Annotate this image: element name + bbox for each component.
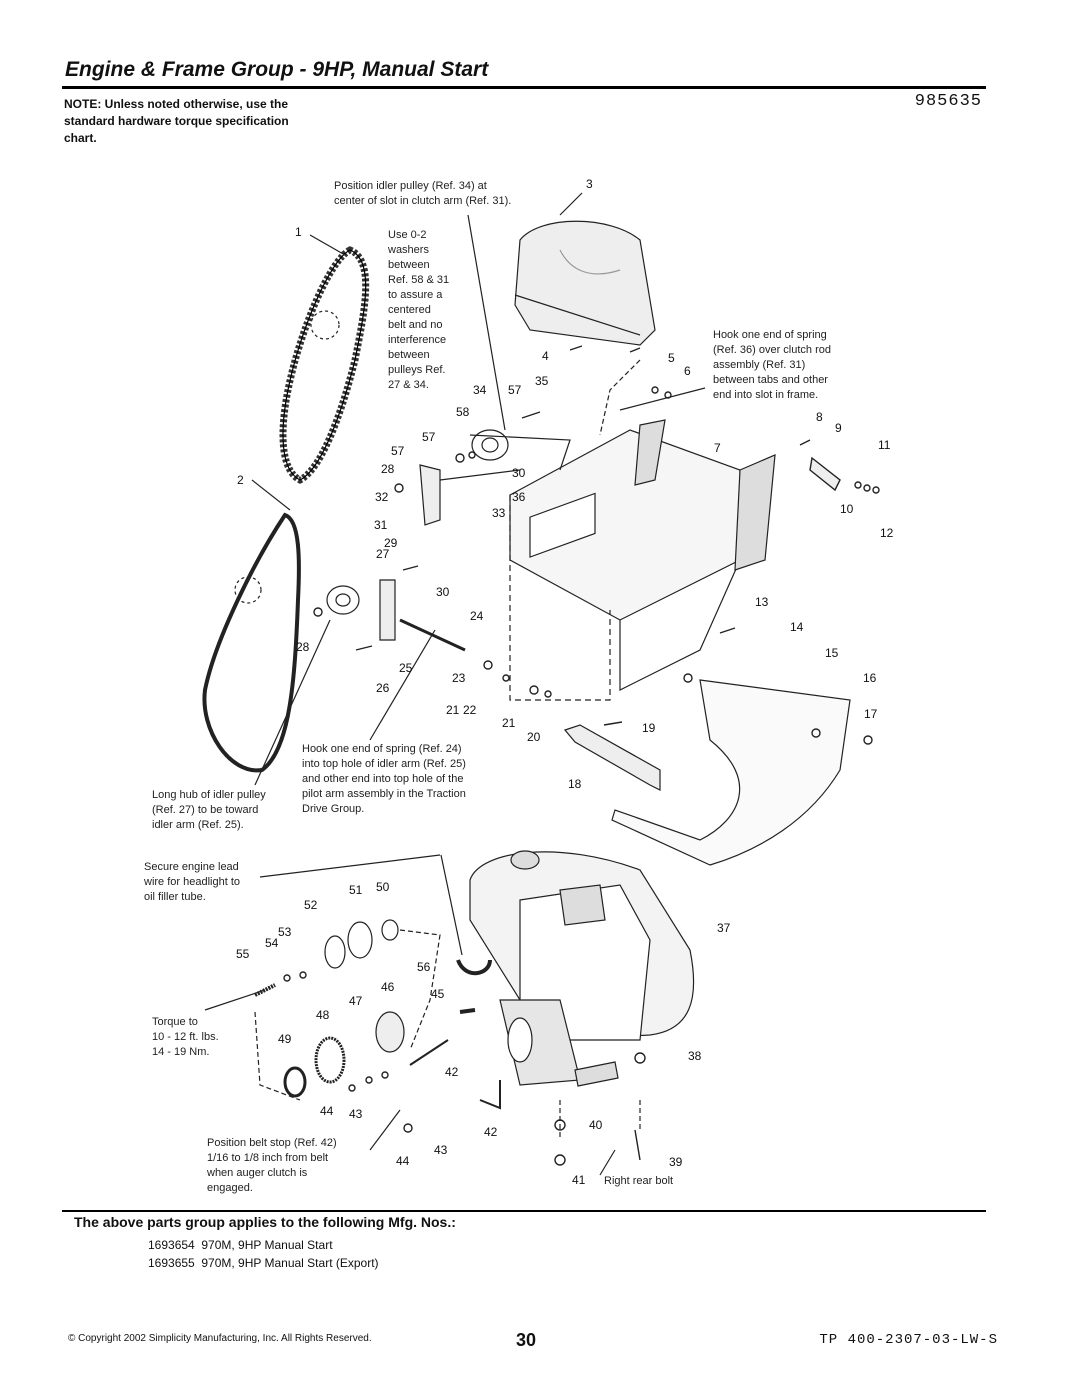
callout-engine-lead: Secure engine lead wire for headlight to… [144, 861, 240, 903]
svg-text:34: 34 [473, 383, 487, 397]
mfg-item: 1693654 970M, 9HP Manual Start [148, 1238, 333, 1252]
svg-text:44: 44 [320, 1104, 334, 1118]
svg-text:50: 50 [376, 880, 390, 894]
svg-text:8: 8 [816, 410, 823, 424]
svg-text:45: 45 [431, 987, 445, 1001]
callout-long-hub: Long hub of idler pulley (Ref. 27) to be… [152, 789, 266, 831]
svg-text:7: 7 [714, 441, 721, 455]
svg-text:20: 20 [527, 730, 541, 744]
callout-belt-stop: Position belt stop (Ref. 42) 1/16 to 1/8… [207, 1137, 337, 1194]
svg-text:49: 49 [278, 1032, 292, 1046]
svg-text:12: 12 [880, 526, 894, 540]
svg-text:33: 33 [492, 506, 506, 520]
idler-pulley-ref-27 [326, 585, 360, 615]
document-number: 985635 [914, 92, 982, 111]
svg-text:29: 29 [384, 536, 398, 550]
svg-text:27: 27 [376, 547, 390, 561]
section-rule [62, 1210, 986, 1212]
svg-text:51: 51 [349, 883, 363, 897]
svg-text:58: 58 [456, 405, 470, 419]
guard-plate [611, 679, 851, 866]
svg-text:31: 31 [374, 518, 388, 532]
applies-heading: The above parts group applies to the fol… [74, 1214, 456, 1230]
svg-text:28: 28 [296, 640, 310, 654]
svg-text:17: 17 [864, 707, 878, 721]
page-title: Engine & Frame Group - 9HP, Manual Start [65, 58, 489, 81]
svg-text:36: 36 [512, 490, 526, 504]
mfg-item: 1693655 970M, 9HP Manual Start (Export) [148, 1256, 379, 1270]
svg-text:54: 54 [265, 936, 279, 950]
svg-text:57: 57 [508, 383, 522, 397]
callout-hook-spring-24: Hook one end of spring (Ref. 24) into to… [302, 743, 466, 815]
page-number: 30 [516, 1330, 537, 1350]
svg-text:52: 52 [304, 898, 318, 912]
svg-text:32: 32 [375, 490, 389, 504]
idler-pulley-ref-34 [471, 429, 509, 461]
svg-text:6: 6 [684, 364, 691, 378]
callout-hook-spring-36: Hook one end of spring (Ref. 36) over cl… [713, 329, 831, 401]
svg-text:5: 5 [668, 351, 675, 365]
svg-text:10: 10 [840, 502, 854, 516]
svg-text:1: 1 [295, 225, 302, 239]
svg-text:3: 3 [586, 177, 593, 191]
belt-ref-2 [202, 512, 301, 773]
svg-text:57: 57 [391, 444, 405, 458]
svg-text:13: 13 [755, 595, 769, 609]
svg-text:23: 23 [452, 671, 466, 685]
svg-text:42: 42 [445, 1065, 459, 1079]
svg-text:43: 43 [434, 1143, 448, 1157]
svg-text:14: 14 [790, 620, 804, 634]
svg-text:57: 57 [422, 430, 436, 444]
svg-text:55: 55 [236, 947, 250, 961]
belt-cover-ref-3 [514, 220, 656, 346]
svg-text:35: 35 [535, 374, 549, 388]
callout-right-rear-bolt: Right rear bolt [604, 1175, 674, 1187]
svg-text:28: 28 [381, 462, 395, 476]
svg-text:11: 11 [878, 438, 891, 452]
svg-text:42: 42 [484, 1125, 498, 1139]
svg-text:39: 39 [669, 1155, 683, 1169]
svg-text:16: 16 [863, 671, 877, 685]
svg-text:38: 38 [688, 1049, 702, 1063]
svg-text:4: 4 [542, 349, 549, 363]
svg-text:44: 44 [396, 1154, 410, 1168]
svg-text:15: 15 [825, 646, 839, 660]
svg-text:25: 25 [399, 661, 413, 675]
svg-text:21: 21 [446, 703, 460, 717]
svg-text:46: 46 [381, 980, 395, 994]
svg-text:9: 9 [835, 421, 842, 435]
header-rule [62, 86, 986, 89]
callout-torque: Torque to 10 - 12 ft. lbs. 14 - 19 Nm. [152, 1016, 219, 1058]
svg-text:43: 43 [349, 1107, 363, 1121]
tp-number: TP 400-2307-03-LW-S [819, 1332, 998, 1348]
svg-text:56: 56 [417, 960, 431, 974]
svg-text:24: 24 [470, 609, 484, 623]
callout-washers: Use 0-2 washers between Ref. 58 & 31 to … [388, 229, 450, 391]
svg-text:18: 18 [568, 777, 582, 791]
svg-text:26: 26 [376, 681, 390, 695]
svg-text:40: 40 [589, 1118, 603, 1132]
svg-text:19: 19 [642, 721, 656, 735]
svg-text:30: 30 [512, 466, 526, 480]
svg-text:2: 2 [237, 473, 244, 487]
svg-text:37: 37 [717, 921, 731, 935]
torque-note: NOTE: Unless noted otherwise, use the st… [64, 97, 289, 145]
svg-text:22: 22 [463, 703, 477, 717]
svg-text:21: 21 [502, 716, 516, 730]
svg-text:30: 30 [436, 585, 450, 599]
callout-idler-position: Position idler pulley (Ref. 34) at cente… [334, 180, 512, 207]
copyright: © Copyright 2002 Simplicity Manufacturin… [68, 1333, 372, 1344]
svg-text:53: 53 [278, 925, 292, 939]
svg-text:48: 48 [316, 1008, 330, 1022]
svg-text:41: 41 [572, 1173, 586, 1187]
svg-text:47: 47 [349, 994, 363, 1008]
